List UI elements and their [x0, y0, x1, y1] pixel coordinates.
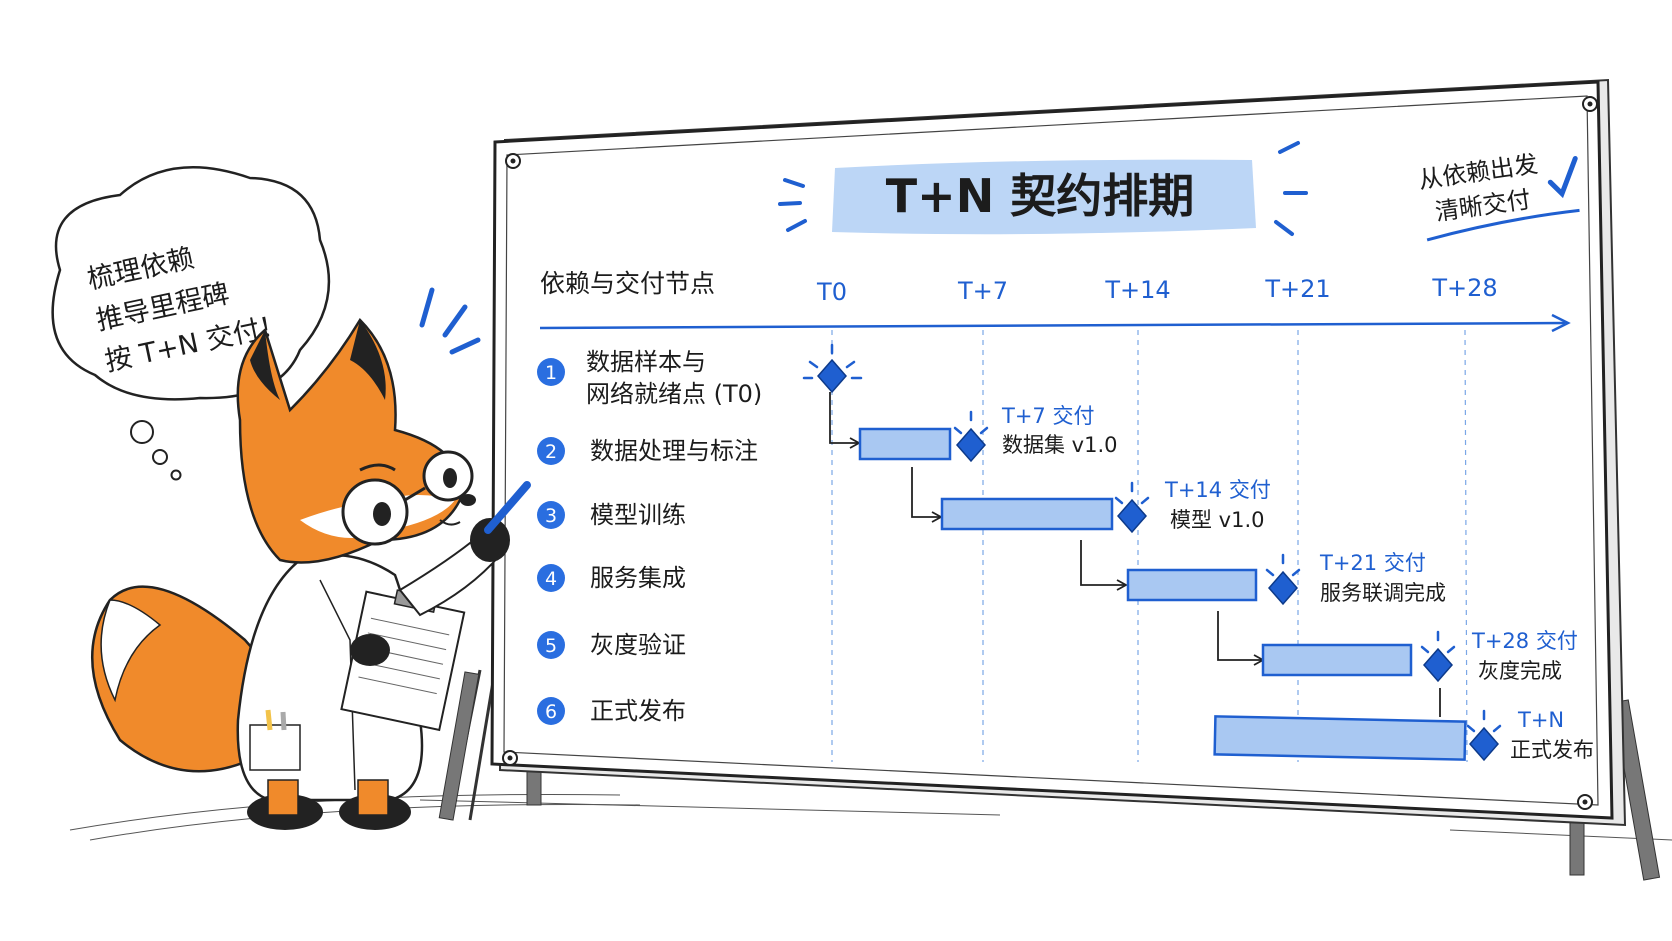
tick-gridlines [831, 329, 1468, 763]
task-label-line2: 网络就绪点 (T0) [586, 380, 762, 408]
task-bar-2 [858, 427, 952, 461]
tick-gridline-4 [1464, 329, 1468, 763]
task-row: 6 正式发布 [537, 697, 686, 725]
task-label: 数据样本与 [586, 348, 706, 376]
tick-label-3: T+21 [1264, 275, 1330, 303]
milestone-4-title: T+28 交付 [1471, 629, 1578, 653]
task-row: 3 模型训练 [537, 501, 686, 529]
row-header: 依赖与交付节点 [540, 269, 715, 298]
fox-character [90, 287, 531, 830]
milestone-diamond-1 [956, 427, 986, 463]
task-bar-3 [940, 497, 1114, 531]
task-label: 服务集成 [590, 564, 686, 592]
milestone-diamond-t0 [817, 358, 847, 394]
task-label: 正式发布 [590, 697, 686, 725]
milestone-2-title: T+14 交付 [1164, 478, 1271, 502]
task-row: 2 数据处理与标注 [537, 437, 758, 465]
task-number: 1 [545, 362, 557, 384]
task-label: 模型训练 [590, 501, 686, 529]
milestone-labels: T+7 交付 数据集 v1.0 T+14 交付 模型 v1.0 T+21 交付 … [1001, 404, 1594, 762]
coat-pocket [249, 724, 301, 771]
sparkle-icon [778, 141, 1308, 236]
task-bar-6 [1213, 715, 1467, 761]
fox-nose [460, 494, 476, 506]
milestone-4-desc: 灰度完成 [1478, 659, 1562, 683]
milestone-diamond-5 [1469, 726, 1499, 762]
milestone-5-desc: 正式发布 [1510, 738, 1594, 762]
tick-label-1: T+7 [957, 277, 1008, 305]
milestone-3-desc: 服务联调完成 [1320, 581, 1446, 605]
pen-icon [484, 481, 531, 534]
task-number-badge [537, 437, 565, 465]
milestone-diamond-2 [1117, 498, 1147, 534]
task-bar-5 [1261, 643, 1413, 677]
tick-labels: T0 T+7 T+14 T+21 T+28 [816, 274, 1498, 306]
milestone-diamond-3 [1268, 570, 1298, 606]
milestone-diamonds [817, 358, 1499, 762]
milestone-5-title: T+N [1517, 708, 1564, 732]
task-row: 4 服务集成 [537, 564, 686, 592]
gantt-bars [858, 427, 1467, 761]
task-bar-4 [1126, 568, 1258, 602]
task-number-badge [537, 631, 565, 659]
tick-label-4: T+28 [1431, 274, 1497, 302]
task-number-badge [537, 564, 565, 592]
task-row: 5 灰度验证 [537, 631, 686, 659]
task-number-badge [537, 501, 565, 529]
title-highlight [832, 159, 1256, 235]
task-number: 2 [545, 441, 557, 463]
task-label: 数据处理与标注 [590, 437, 758, 465]
milestone-2-desc: 模型 v1.0 [1170, 508, 1265, 532]
milestone-1-title: T+7 交付 [1001, 404, 1094, 428]
page-title: T+N 契约排期 [886, 169, 1194, 223]
milestone-1-desc: 数据集 v1.0 [1002, 433, 1118, 457]
fox-eye [373, 502, 391, 526]
excitement-icon [419, 287, 481, 355]
milestone-diamond-4 [1423, 647, 1453, 683]
task-number: 6 [545, 701, 557, 723]
task-number-badge [537, 358, 565, 386]
board-title: T+N 契约排期 [778, 141, 1308, 236]
task-number: 5 [545, 635, 557, 657]
milestone-sparkles [802, 343, 1502, 733]
task-number: 4 [545, 568, 557, 590]
timeline-axis [539, 313, 1571, 333]
task-number-badge [537, 697, 565, 725]
check-icon [1547, 155, 1578, 199]
note-underline [1426, 208, 1580, 242]
task-label: 灰度验证 [590, 631, 686, 659]
task-number: 3 [545, 505, 557, 527]
tick-label-0: T0 [816, 278, 847, 306]
milestone-3-title: T+21 交付 [1319, 551, 1426, 575]
tick-label-2: T+14 [1104, 276, 1170, 304]
